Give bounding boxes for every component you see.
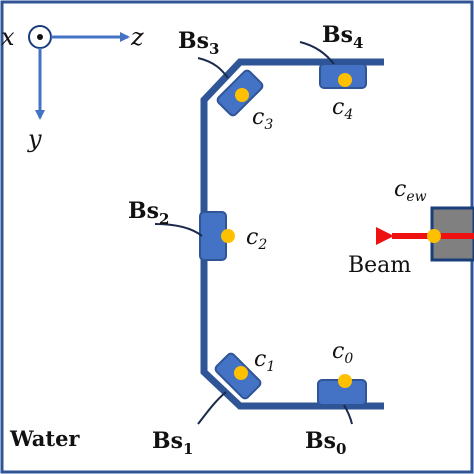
centroid-c2-marker xyxy=(221,229,235,243)
label-c4: c4 xyxy=(332,95,353,123)
leader-bs3 xyxy=(197,57,229,79)
detector-bs1 xyxy=(214,352,262,400)
detector-bs2 xyxy=(199,211,235,261)
x-axis-label: x xyxy=(1,23,15,51)
y-axis-label: y xyxy=(27,125,42,153)
coordinate-axes: x z y xyxy=(1,23,144,153)
z-axis-label: z xyxy=(130,23,144,51)
detector-bs3 xyxy=(216,69,264,117)
leader-bs0 xyxy=(343,404,353,425)
label-bs3: Bs3 xyxy=(178,28,219,58)
label-c3: c3 xyxy=(252,105,273,133)
exit-window-centroid-marker xyxy=(427,229,441,243)
detector-bs4 xyxy=(319,63,367,89)
leader-bs1 xyxy=(197,391,227,425)
beam-source xyxy=(376,206,474,262)
medium-label: Water xyxy=(9,426,80,451)
label-bs1: Bs1 xyxy=(152,428,193,458)
label-c2: c2 xyxy=(246,225,267,253)
centroid-c4-marker xyxy=(338,73,352,87)
label-c1: c1 xyxy=(254,347,275,375)
leader-bs2 xyxy=(154,223,203,237)
centroid-c3-marker xyxy=(235,88,249,102)
centroid-c0-marker xyxy=(338,374,352,388)
label-c0: c0 xyxy=(332,339,353,367)
x-axis-dot-icon xyxy=(37,34,43,40)
leader-lines xyxy=(154,41,353,425)
label-bs4: Bs4 xyxy=(322,22,363,52)
beam-label: Beam xyxy=(348,253,411,278)
detector-bs0 xyxy=(317,374,367,406)
centroid-c1-marker xyxy=(234,366,248,380)
label-bs0: Bs0 xyxy=(305,428,346,458)
leader-bs4 xyxy=(299,41,335,65)
label-bs2: Bs2 xyxy=(128,198,169,228)
exit-window-label: cew xyxy=(394,177,427,205)
